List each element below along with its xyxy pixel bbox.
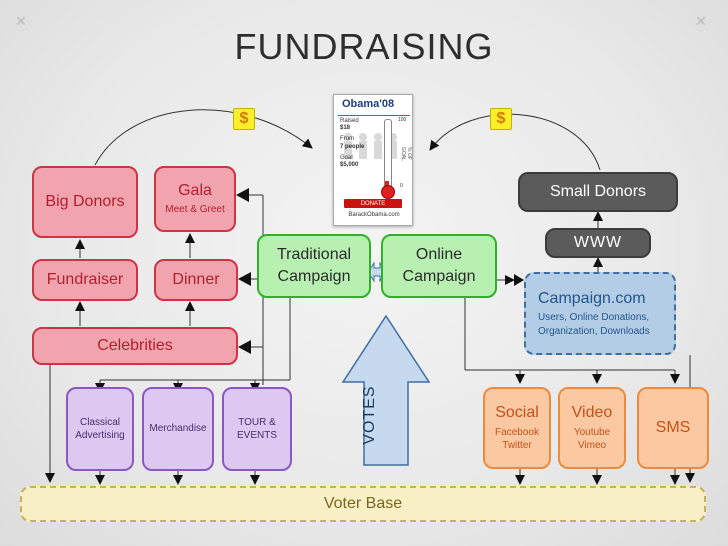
online-campaign-node[interactable]: Online Campaign bbox=[381, 234, 497, 298]
voter-base-label: Voter Base bbox=[323, 494, 403, 512]
votes-arrow bbox=[341, 314, 431, 466]
celebrities-label: Celebrities bbox=[97, 336, 173, 354]
celebrities-node[interactable]: Celebrities bbox=[32, 327, 238, 365]
big-donors-node[interactable]: Big Donors bbox=[32, 166, 138, 238]
widget-url[interactable]: BarackObama.com bbox=[348, 212, 400, 218]
social-sub-1: Facebook bbox=[495, 426, 539, 438]
video-sub-1: Youtube bbox=[573, 426, 611, 438]
social-sub-2: Twitter bbox=[502, 440, 532, 452]
raised-value: $18 bbox=[340, 125, 351, 132]
goal-side-label: % OF GOAL bbox=[400, 147, 412, 161]
dinner-label: Dinner bbox=[172, 270, 220, 288]
fundraiser-node[interactable]: Fundraiser bbox=[32, 259, 138, 301]
raised-label: Raised bbox=[340, 118, 359, 124]
merchandise-node[interactable]: Merchandise bbox=[142, 387, 214, 471]
from-label: From bbox=[340, 136, 354, 143]
video-sub-2: Vimeo bbox=[577, 440, 607, 452]
fundraiser-label: Fundraiser bbox=[46, 270, 124, 288]
votes-label: VOTES bbox=[361, 385, 378, 445]
dollar-badge-right: $ bbox=[490, 108, 512, 130]
gala-sub-label: Meet & Greet bbox=[165, 204, 225, 216]
page-title: FUNDRAISING bbox=[234, 26, 494, 67]
gala-node[interactable]: Gala Meet & Greet bbox=[154, 166, 236, 232]
social-label: Social bbox=[495, 404, 539, 422]
classical-advertising-node[interactable]: Classical Advertising bbox=[66, 387, 134, 471]
dollar-badge-left: $ bbox=[233, 108, 255, 130]
campaign-com-node[interactable]: Campaign.com Users, Online Donations, Or… bbox=[524, 272, 676, 355]
gala-label: Gala bbox=[178, 182, 212, 200]
traditional-campaign-node[interactable]: Traditional Campaign bbox=[257, 234, 371, 298]
big-donors-label: Big Donors bbox=[45, 192, 125, 210]
www-label: WWW bbox=[573, 233, 623, 251]
classical-label-1: Classical bbox=[79, 416, 120, 428]
arrowhead-celebrities bbox=[238, 340, 251, 354]
campaign-com-sub-2: Organization, Downloads bbox=[538, 325, 650, 337]
tour-events-node[interactable]: TOUR & EVENTS bbox=[222, 387, 292, 471]
from-value: 7 people bbox=[340, 143, 365, 150]
sms-label: SMS bbox=[655, 418, 691, 436]
close-icon[interactable]: ✕ bbox=[10, 10, 32, 32]
traditional-label-2: Campaign bbox=[277, 267, 351, 285]
voter-base-node[interactable]: Voter Base bbox=[20, 486, 706, 522]
scale-top: 100 bbox=[398, 117, 407, 123]
video-label: Video bbox=[571, 404, 613, 422]
dinner-node[interactable]: Dinner bbox=[154, 259, 238, 301]
classical-label-2: Advertising bbox=[75, 430, 125, 441]
campaign-com-label: Campaign.com bbox=[538, 289, 646, 307]
obama-logo: Obama'08 bbox=[342, 98, 395, 110]
social-node[interactable]: Social Facebook Twitter bbox=[483, 387, 551, 469]
arrowhead-gala bbox=[236, 188, 249, 202]
donation-widget[interactable]: Obama'08 Raised $18 From 7 people Goal $… bbox=[333, 94, 413, 226]
campaign-com-sub-1: Users, Online Donations, bbox=[538, 312, 650, 324]
arrowhead-dinner bbox=[238, 272, 251, 286]
merchandise-label: Merchandise bbox=[149, 423, 207, 435]
online-label-2: Campaign bbox=[402, 267, 476, 285]
expand-icon[interactable]: ✕ bbox=[690, 10, 712, 32]
small-donors-node[interactable]: Small Donors bbox=[518, 172, 678, 212]
small-donors-label: Small Donors bbox=[549, 182, 647, 200]
goal-value: $5,000 bbox=[340, 161, 359, 168]
scale-bottom: 0 bbox=[400, 183, 403, 189]
www-node[interactable]: WWW bbox=[545, 228, 651, 258]
tour-label-2: EVENTS bbox=[236, 430, 277, 441]
online-label-1: Online bbox=[415, 246, 463, 264]
donate-button[interactable]: DONATE bbox=[344, 199, 402, 208]
sms-node[interactable]: SMS bbox=[637, 387, 709, 469]
traditional-label-1: Traditional bbox=[276, 246, 352, 264]
goal-label: Goal bbox=[340, 154, 353, 161]
tour-label-1: TOUR & bbox=[238, 416, 276, 428]
video-node[interactable]: Video Youtube Vimeo bbox=[558, 387, 626, 469]
